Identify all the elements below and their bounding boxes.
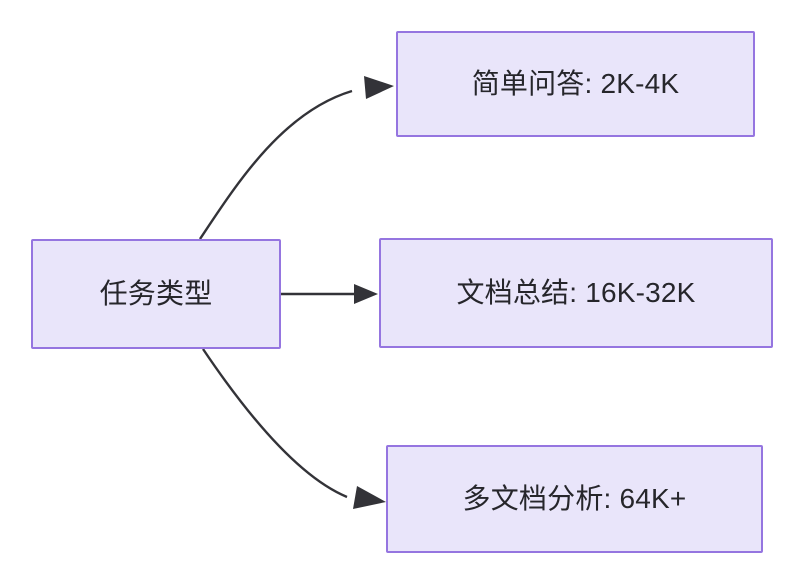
edge-source-to-doc-summary — [281, 284, 378, 304]
node-task-type-label: 任务类型 — [99, 278, 213, 310]
edge-source-to-multi-doc — [202, 348, 386, 509]
edge-source-to-simple-qa — [199, 76, 394, 240]
node-task-type[interactable]: 任务类型 — [31, 239, 281, 349]
node-multi-doc-label: 多文档分析: 64K+ — [462, 483, 687, 515]
node-simple-qa[interactable]: 简单问答: 2K-4K — [396, 31, 755, 137]
node-multi-doc[interactable]: 多文档分析: 64K+ — [386, 445, 763, 553]
node-doc-summary-label: 文档总结: 16K-32K — [456, 277, 696, 309]
node-doc-summary[interactable]: 文档总结: 16K-32K — [379, 238, 773, 348]
node-simple-qa-label: 简单问答: 2K-4K — [471, 68, 680, 100]
